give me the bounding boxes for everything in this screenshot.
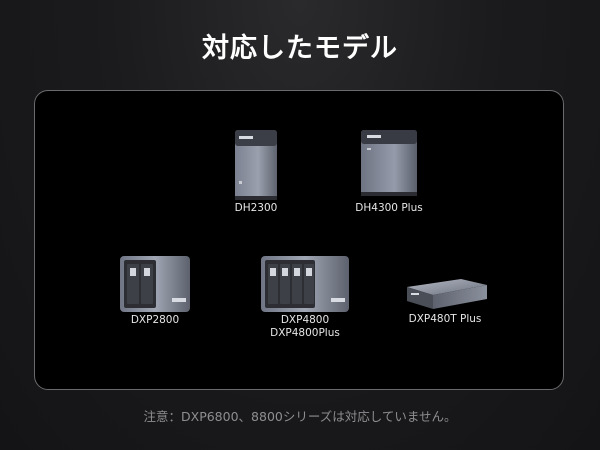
flat-ssd-nas-icon xyxy=(407,279,487,309)
product-label: DXP480T Plus xyxy=(408,313,482,325)
product-label: DH2300 xyxy=(234,202,278,214)
two-bay-drive-nas-icon xyxy=(120,256,190,312)
product-label: DXP4800Plus xyxy=(270,327,340,339)
product-dh4300-plus: DH4300 Plus xyxy=(324,126,454,215)
product-dxp480t-plus: DXP480T Plus xyxy=(385,273,505,326)
page-title: 対応したモデル xyxy=(202,33,398,64)
product-label: DH4300 Plus xyxy=(355,202,423,214)
four-bay-drive-nas-icon xyxy=(261,256,349,312)
four-bay-cube-nas-icon xyxy=(361,130,417,196)
product-dxp4800: DXP4800 DXP4800Plus xyxy=(235,252,375,340)
product-dh2300: DH2300 xyxy=(201,126,311,215)
product-label: DXP2800 xyxy=(130,314,180,326)
product-label: DXP4800 xyxy=(280,314,330,326)
compatible-models-panel: DH2300 DH4300 Plus xyxy=(34,90,564,390)
product-dxp2800: DXP2800 xyxy=(105,252,205,327)
compatibility-note: 注意：DXP6800、8800シリーズは対応していません。 xyxy=(143,409,457,424)
two-bay-tower-nas-icon xyxy=(235,130,277,200)
